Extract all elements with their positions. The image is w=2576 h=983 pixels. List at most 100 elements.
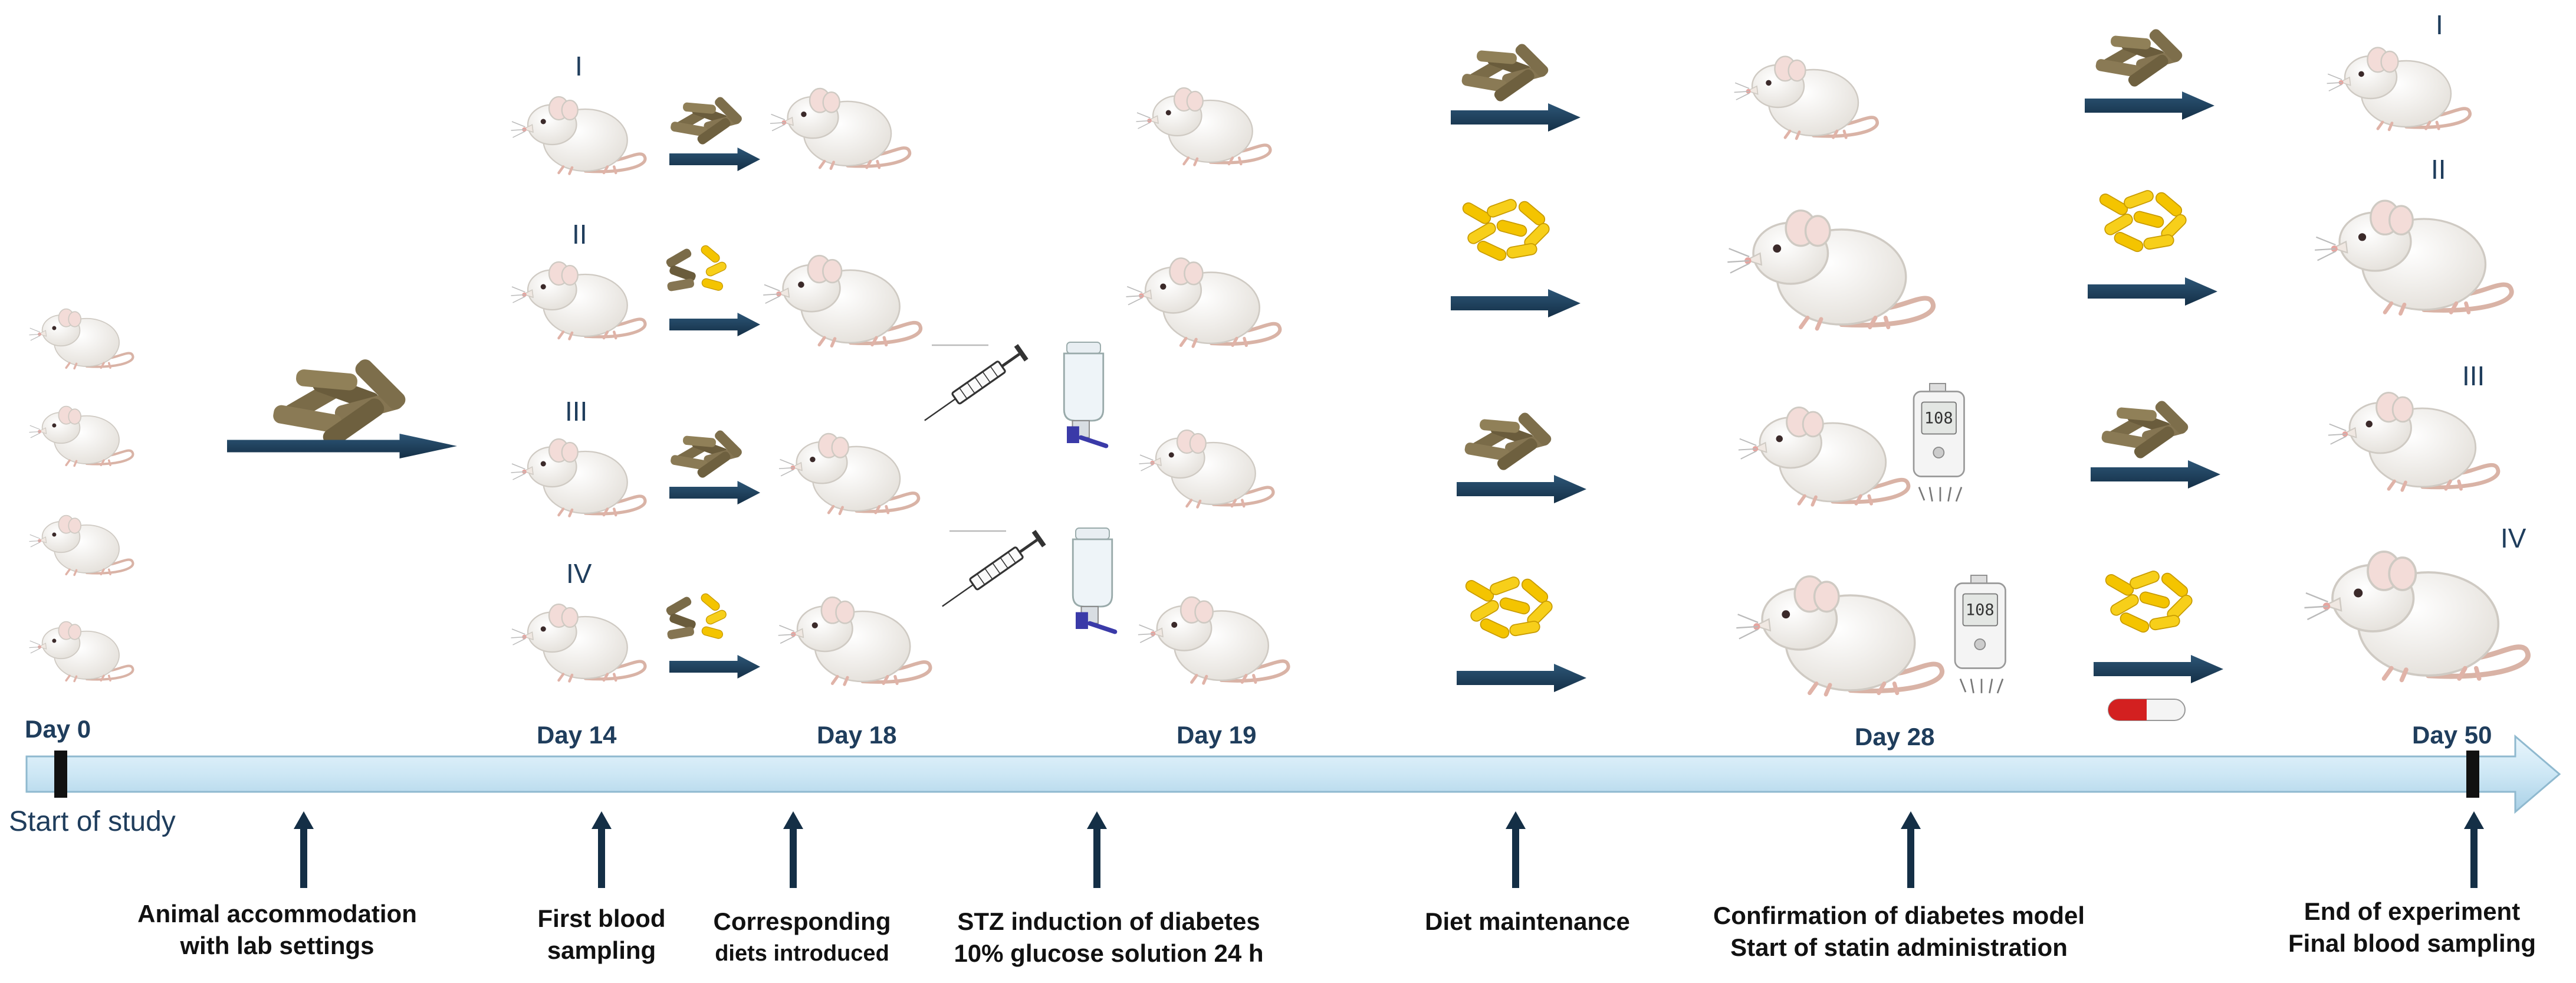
caption-line: diets introduced	[715, 941, 889, 966]
rat-icon	[29, 407, 133, 466]
svg-text:108: 108	[1966, 601, 1995, 620]
group-label-iv: IV	[566, 558, 592, 589]
up-arrow-accommodation	[294, 811, 314, 888]
standard-chow-icon	[2101, 398, 2190, 460]
caption-line: with lab settings	[180, 932, 374, 959]
day-label-14: Day 14	[537, 721, 617, 749]
day50-marker	[2466, 751, 2479, 798]
rat-icon	[763, 255, 921, 346]
standard-chow-icon	[670, 95, 744, 146]
caption-line: Final blood sampling	[2288, 929, 2536, 957]
rat-icon	[2315, 201, 2512, 313]
mixed-diet-icon	[664, 243, 728, 293]
rat-icon	[1736, 576, 1942, 694]
caption-line: Confirmation of diabetes model	[1713, 902, 2085, 929]
arrow-icon	[669, 313, 760, 336]
standard-chow-icon	[2095, 27, 2184, 89]
arrow-icon	[669, 655, 760, 679]
rat-icon	[511, 604, 645, 681]
arrow-icon	[2091, 460, 2220, 489]
caption-confirmation: Confirmation of diabetes model Start of …	[1681, 900, 2117, 964]
mixed-diet-icon	[664, 591, 728, 641]
arrow-icon	[2088, 277, 2217, 306]
arrow-icon	[2085, 91, 2214, 120]
caption-diets: Corresponding diets introduced	[678, 906, 926, 969]
group-label-ii: II	[572, 219, 587, 250]
rat-icon	[29, 622, 133, 681]
high-fat-diet-icon	[2097, 188, 2189, 254]
caption-line: STZ induction of diabetes	[957, 907, 1260, 935]
caption-end: End of experiment Final blood sampling	[2259, 896, 2565, 959]
up-arrow-diets	[783, 811, 803, 888]
standard-chow-icon	[1464, 410, 1553, 472]
rat-icon	[779, 434, 919, 514]
syringe-icon	[919, 344, 1029, 428]
up-arrow-stz	[1087, 811, 1107, 888]
rat-icon	[511, 262, 645, 339]
arrow-icon	[1457, 664, 1586, 692]
arrow-icon	[1451, 289, 1581, 317]
day0-marker	[54, 751, 67, 798]
arrow-icon	[669, 481, 760, 504]
glucometer-icon: 108	[1913, 382, 1965, 503]
rat-icon	[2305, 552, 2528, 680]
statin-capsule-icon	[2108, 699, 2186, 721]
svg-text:108: 108	[1924, 409, 1953, 428]
caption-line: 10% glucose solution 24 h	[954, 939, 1264, 967]
caption-line: Animal accommodation	[137, 900, 417, 928]
rat-icon	[770, 89, 910, 169]
standard-chow-icon	[670, 428, 744, 480]
group-label-i: I	[2436, 9, 2443, 40]
group-label-iv: IV	[2501, 523, 2526, 553]
rat-icon	[2328, 392, 2498, 490]
day-label-19: Day 19	[1177, 721, 1257, 749]
rat-icon	[1739, 407, 1908, 504]
rat-icon	[1136, 88, 1270, 165]
syringe-icon	[937, 530, 1046, 614]
day-label-50: Day 50	[2412, 721, 2492, 749]
water-bottle-icon	[1073, 528, 1115, 632]
caption-diet-maintenance: Diet maintenance	[1368, 906, 1687, 938]
caption-first-blood: First blood sampling	[484, 903, 719, 966]
group-label-ii: II	[2431, 154, 2446, 185]
start-of-study-label: Start of study	[9, 806, 176, 837]
up-arrow-end	[2464, 811, 2484, 888]
arrow-icon	[2094, 655, 2223, 683]
arrow-icon	[1457, 475, 1586, 503]
day-label-18: Day 18	[817, 721, 897, 749]
caption-line: End of experiment	[2304, 897, 2521, 925]
up-arrow-confirmation	[1901, 811, 1921, 888]
high-fat-diet-icon	[1463, 575, 1555, 641]
up-arrow-diet-maintenance	[1506, 811, 1526, 888]
caption-line: Diet maintenance	[1425, 907, 1630, 935]
group-label-iii: III	[565, 396, 588, 427]
water-bottle-icon	[1064, 342, 1106, 446]
rat-icon	[1126, 258, 1280, 347]
glucometer-icon: 108	[1954, 574, 2006, 694]
standard-chow-icon	[272, 356, 409, 450]
day-label-28: Day 28	[1855, 723, 1935, 751]
rat-icon	[1139, 430, 1273, 507]
rat-icon	[1727, 211, 1933, 329]
group-label-iii: III	[2462, 361, 2485, 391]
caption-line: Corresponding	[713, 907, 891, 935]
standard-chow-icon	[1461, 41, 1550, 103]
rat-icon	[511, 97, 645, 174]
rat-icon	[29, 516, 133, 575]
rat-icon	[778, 597, 931, 684]
rat-icon	[1734, 57, 1878, 139]
caption-accommodation: Animal accommodation with lab settings	[118, 898, 436, 962]
rat-icon	[2327, 48, 2470, 130]
caption-line: Start of statin administration	[1730, 933, 2068, 961]
caption-line: First blood	[537, 905, 666, 932]
high-fat-diet-icon	[2103, 569, 2195, 635]
group-label-i: I	[575, 51, 583, 81]
arrow-icon	[669, 148, 760, 171]
high-fat-diet-icon	[1460, 197, 1552, 263]
up-arrow-first-blood	[592, 811, 612, 888]
timeline-bar	[25, 734, 2561, 814]
day-label-0: Day 0	[25, 715, 91, 743]
rat-icon	[29, 309, 133, 369]
caption-stz: STZ induction of diabetes 10% glucose so…	[920, 906, 1297, 969]
